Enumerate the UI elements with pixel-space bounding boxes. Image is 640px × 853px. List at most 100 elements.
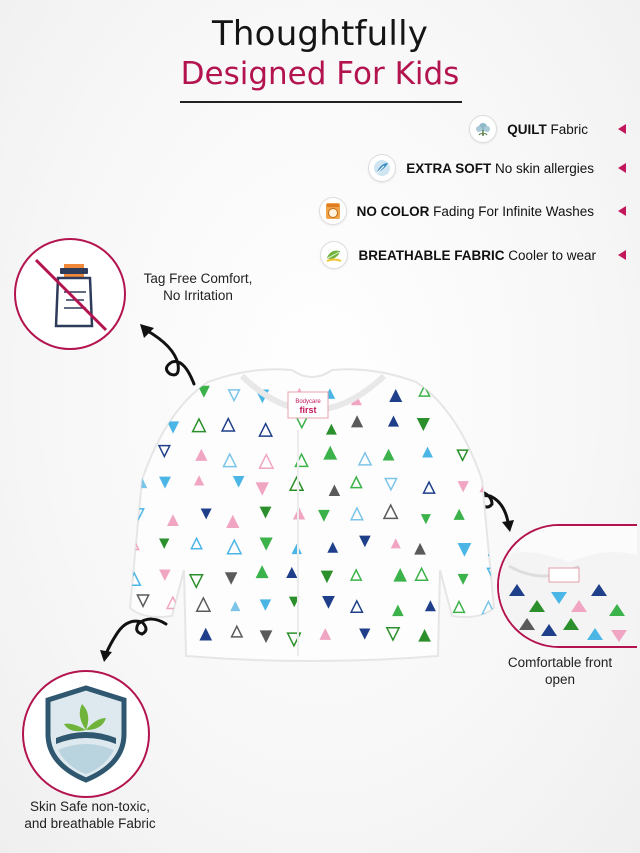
feature-breathable: BREATHABLE FABRIC Cooler to wear bbox=[320, 240, 626, 270]
print-triangle bbox=[157, 444, 171, 459]
feature-no-color-fading: NO COLOR Fading For Infinite Washes bbox=[318, 196, 626, 226]
skin-safe-circle bbox=[22, 670, 150, 798]
tag-free-caption: Tag Free Comfort, No Irritation bbox=[143, 271, 253, 303]
skin-safe-caption: Skin Safe non-toxic, and breathable Fabr… bbox=[24, 799, 156, 831]
print-triangle bbox=[484, 631, 494, 644]
print-triangle bbox=[259, 506, 272, 519]
print-triangle bbox=[258, 452, 275, 469]
print-triangle bbox=[286, 566, 298, 579]
print-triangle bbox=[456, 386, 471, 401]
print-triangle bbox=[414, 542, 426, 555]
print-triangle bbox=[392, 604, 404, 617]
print-triangle bbox=[230, 600, 241, 612]
print-triangle bbox=[418, 384, 431, 397]
print-triangle bbox=[382, 448, 395, 461]
print-triangle bbox=[457, 481, 469, 493]
print-triangle bbox=[390, 538, 401, 549]
print-triangle bbox=[457, 573, 469, 585]
print-triangle bbox=[349, 568, 363, 581]
print-triangle bbox=[457, 542, 472, 557]
print-triangle bbox=[259, 537, 273, 551]
print-triangle bbox=[167, 514, 179, 527]
print-triangle bbox=[288, 475, 305, 491]
print-triangle bbox=[227, 389, 241, 403]
print-triangle bbox=[159, 631, 174, 646]
print-triangle bbox=[291, 543, 302, 555]
print-triangle bbox=[232, 476, 245, 488]
print-triangle bbox=[418, 629, 431, 642]
front-open-caption: Comfortable front open bbox=[507, 655, 613, 687]
print-triangle bbox=[157, 392, 173, 407]
print-triangle bbox=[136, 594, 150, 608]
print-triangle bbox=[159, 569, 171, 581]
print-triangle bbox=[422, 446, 433, 458]
print-triangle bbox=[483, 389, 494, 401]
print-triangle bbox=[259, 599, 272, 611]
print-triangle bbox=[453, 508, 465, 520]
pointer-triangle-icon bbox=[618, 124, 626, 134]
print-triangle bbox=[166, 421, 180, 434]
heading-line1: Thoughtfully bbox=[211, 14, 429, 54]
print-triangle bbox=[188, 574, 204, 589]
heading-divider bbox=[180, 101, 462, 103]
curly-arrow-icon bbox=[140, 324, 196, 386]
print-triangle bbox=[456, 449, 469, 462]
print-triangle bbox=[258, 422, 274, 437]
feature-extra-soft-text: EXTRA SOFT No skin allergies bbox=[406, 160, 594, 176]
brand-sub-label: first bbox=[299, 405, 316, 415]
print-triangle bbox=[133, 450, 147, 465]
tag-free-circle bbox=[14, 238, 126, 350]
print-triangle bbox=[389, 389, 403, 403]
curly-arrow-icon bbox=[100, 617, 168, 662]
print-triangle bbox=[255, 482, 269, 496]
pointer-triangle-icon bbox=[618, 250, 626, 260]
feature-breathable-text: BREATHABLE FABRIC Cooler to wear bbox=[358, 247, 596, 263]
cotton-flower-icon bbox=[469, 115, 498, 143]
leaf-breathable-icon bbox=[320, 241, 349, 269]
print-triangle bbox=[327, 541, 339, 553]
pointer-triangle-icon bbox=[618, 163, 626, 173]
print-triangle bbox=[359, 535, 371, 548]
print-triangle bbox=[322, 596, 335, 609]
print-triangle bbox=[357, 451, 373, 466]
print-triangle bbox=[319, 628, 332, 640]
print-triangle bbox=[424, 600, 436, 612]
print-triangle bbox=[323, 445, 338, 460]
print-triangle bbox=[414, 566, 429, 582]
feature-quilt-text: QUILT Fabric bbox=[507, 121, 588, 137]
print-triangle bbox=[159, 476, 171, 489]
print-triangle bbox=[193, 475, 205, 486]
feature-quilt: QUILT Fabric bbox=[469, 114, 626, 144]
print-triangle bbox=[385, 626, 401, 642]
print-triangle bbox=[197, 385, 210, 398]
heading-line2: Designed For Kids bbox=[180, 56, 460, 92]
print-triangle bbox=[222, 452, 238, 468]
print-triangle bbox=[220, 416, 236, 432]
print-triangle bbox=[349, 599, 364, 613]
print-triangle bbox=[288, 596, 300, 608]
print-triangle bbox=[480, 452, 493, 464]
print-triangle bbox=[359, 628, 371, 640]
print-triangle bbox=[131, 390, 143, 402]
print-triangle bbox=[195, 448, 208, 461]
print-triangle bbox=[328, 484, 341, 497]
print-triangle bbox=[255, 565, 269, 579]
print-triangle bbox=[393, 568, 407, 582]
front-open-circle bbox=[497, 524, 637, 648]
print-triangle bbox=[486, 512, 494, 523]
print-triangle bbox=[130, 633, 144, 647]
product-shirt-image: Bodycare first bbox=[122, 360, 502, 670]
print-triangle bbox=[350, 415, 364, 428]
feature-extra-soft: EXTRA SOFT No skin allergies bbox=[368, 153, 626, 183]
pointer-triangle-icon bbox=[618, 206, 626, 216]
washing-machine-icon bbox=[318, 197, 347, 225]
print-triangle bbox=[130, 420, 144, 437]
print-triangle bbox=[190, 536, 203, 550]
brand-label: Bodycare bbox=[295, 399, 321, 405]
print-triangle bbox=[199, 627, 213, 641]
print-triangle bbox=[259, 630, 273, 644]
print-triangle bbox=[382, 503, 399, 520]
print-triangle bbox=[320, 570, 334, 584]
print-triangle bbox=[487, 540, 494, 557]
print-triangle bbox=[384, 477, 398, 492]
